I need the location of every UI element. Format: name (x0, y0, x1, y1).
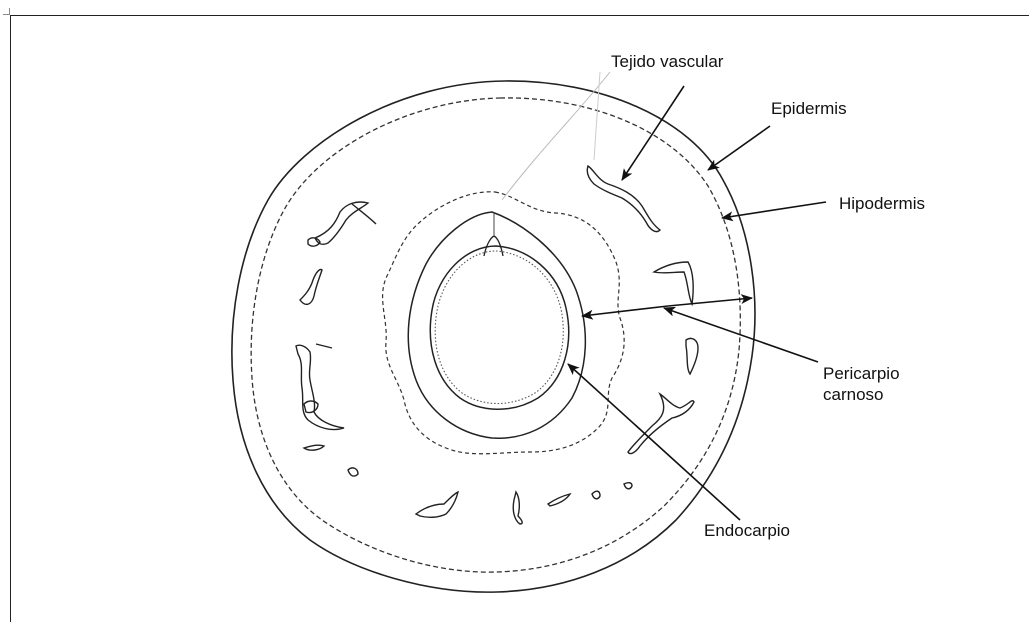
arrow-pericarpio-left (582, 306, 668, 316)
arrow-epidermis (708, 126, 770, 170)
inner-dashed-outline (383, 192, 625, 454)
vascular-bundles-right (587, 166, 698, 454)
arrow-tejido-vascular (622, 86, 684, 180)
label-pericarpio-line1: Pericarpio (823, 363, 900, 384)
seed-cavity-outline (430, 246, 568, 409)
epidermis-outline (232, 81, 755, 592)
label-epidermis: Epidermis (771, 98, 847, 119)
seed-cavity-dotted-inner (435, 251, 563, 404)
hipodermis-dashed-outline (251, 98, 740, 572)
label-hipodermis: Hipodermis (839, 193, 925, 214)
label-endocarpio: Endocarpio (704, 520, 790, 541)
tejido-vascular-pointer-left (502, 72, 610, 200)
label-pericarpio-carnoso: Pericarpio carnoso (823, 363, 900, 405)
label-pericarpio-line2: carnoso (823, 384, 900, 405)
tejido-vascular-pointer-right (594, 72, 600, 160)
vascular-bundles-bottom (416, 483, 632, 524)
label-tejido-vascular: Tejido vascular (611, 51, 723, 72)
vascular-bundles (296, 202, 376, 476)
